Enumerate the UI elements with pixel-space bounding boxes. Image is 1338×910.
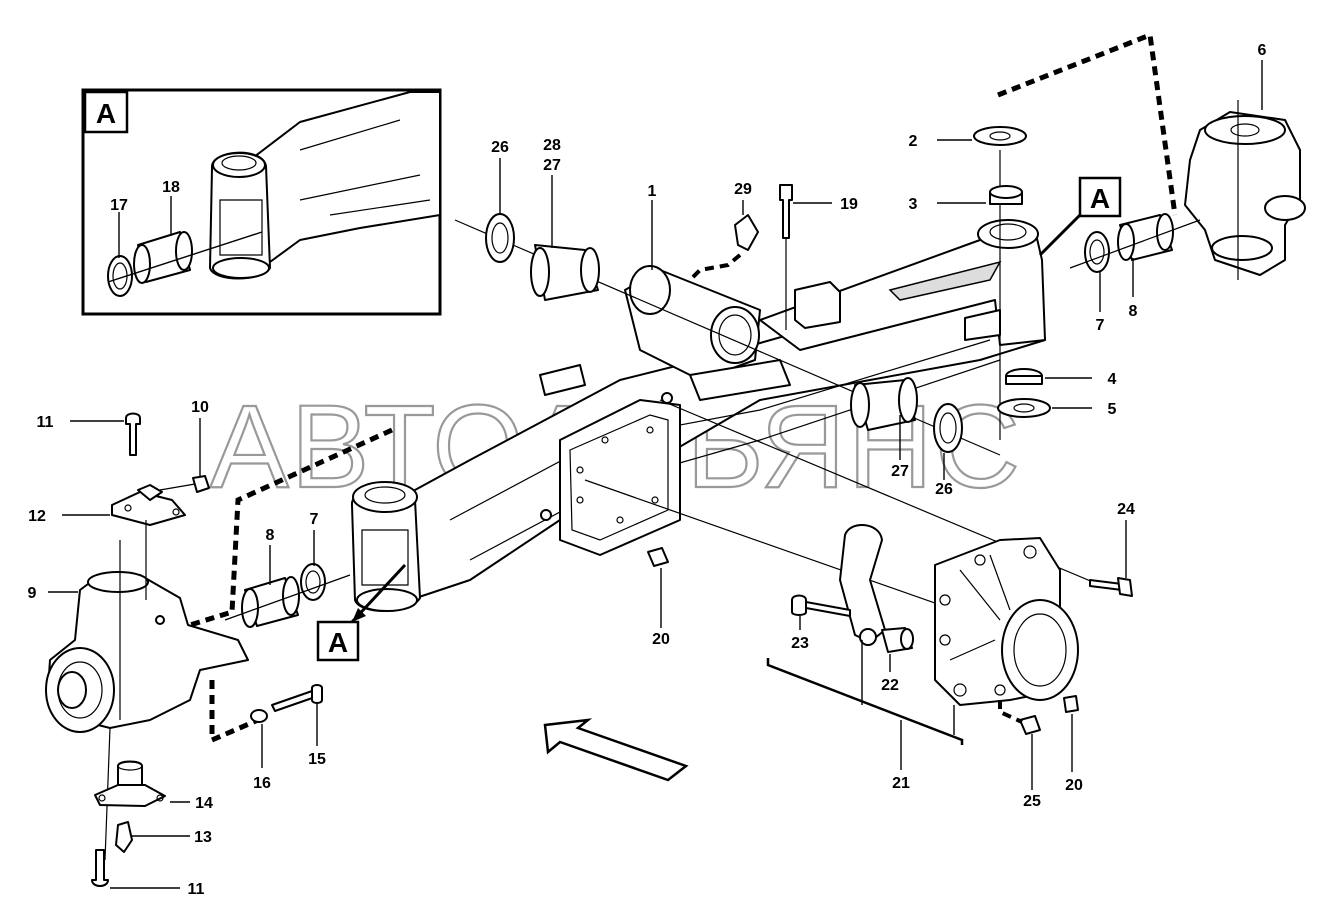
callout-14: 14	[195, 795, 213, 812]
callout-box-a-left-label: A	[328, 627, 348, 658]
callout-24: 24	[1117, 501, 1135, 518]
callout-7-left: 7	[310, 511, 319, 528]
callout-6: 6	[1258, 42, 1267, 59]
callout-16: 16	[253, 775, 271, 792]
callout-1: 1	[648, 183, 657, 200]
callout-17: 17	[110, 197, 128, 214]
callout-23: 23	[791, 635, 809, 652]
callout-12: 12	[28, 508, 46, 525]
callout-2: 2	[909, 133, 918, 150]
callout-3: 3	[909, 196, 918, 213]
callout-11-top: 11	[37, 414, 54, 431]
callout-7-right: 7	[1096, 317, 1105, 334]
callout-8-left: 8	[266, 527, 275, 544]
callout-box-a-left: A	[316, 620, 360, 662]
callout-18: 18	[162, 179, 180, 196]
callout-27-bottom: 27	[891, 463, 909, 480]
callout-27-top: 27	[543, 157, 561, 174]
left-knuckle-parts	[45, 412, 394, 889]
callout-4: 4	[1108, 371, 1117, 388]
detail-a-inset: A 17 18	[81, 88, 442, 316]
callout-8-right: 8	[1129, 303, 1138, 320]
callout-13: 13	[194, 829, 212, 846]
callout-20-left: 20	[652, 631, 670, 648]
callout-5: 5	[1108, 401, 1117, 418]
direction-arrow	[543, 718, 689, 782]
callout-26-bottom: 26	[935, 481, 953, 498]
callout-28: 28	[543, 137, 561, 154]
callout-21: 21	[892, 775, 910, 792]
hub-parts	[584, 399, 1133, 790]
detail-a-label: A	[96, 98, 116, 129]
bushing-parts-top	[454, 158, 1001, 480]
callout-9: 9	[28, 585, 37, 602]
callout-11-bottom: 11	[188, 881, 205, 898]
callout-15: 15	[308, 751, 326, 768]
callout-10: 10	[191, 399, 209, 416]
callout-box-a-right-label: A	[1090, 183, 1110, 214]
callout-22: 22	[881, 677, 899, 694]
right-kingpin-parts	[937, 31, 1306, 440]
callout-numbers: 1 2 3 4 5 6 7 7 8 8 9 10 11 11 12 13 14 …	[28, 42, 1267, 898]
callout-box-a-right: A	[1078, 176, 1122, 218]
callout-29: 29	[734, 181, 752, 198]
callout-25: 25	[1023, 793, 1041, 810]
callout-19: 19	[840, 196, 858, 213]
callout-20-right: 20	[1065, 777, 1083, 794]
axle-housing	[350, 213, 1082, 624]
callout-26-top: 26	[491, 139, 509, 156]
